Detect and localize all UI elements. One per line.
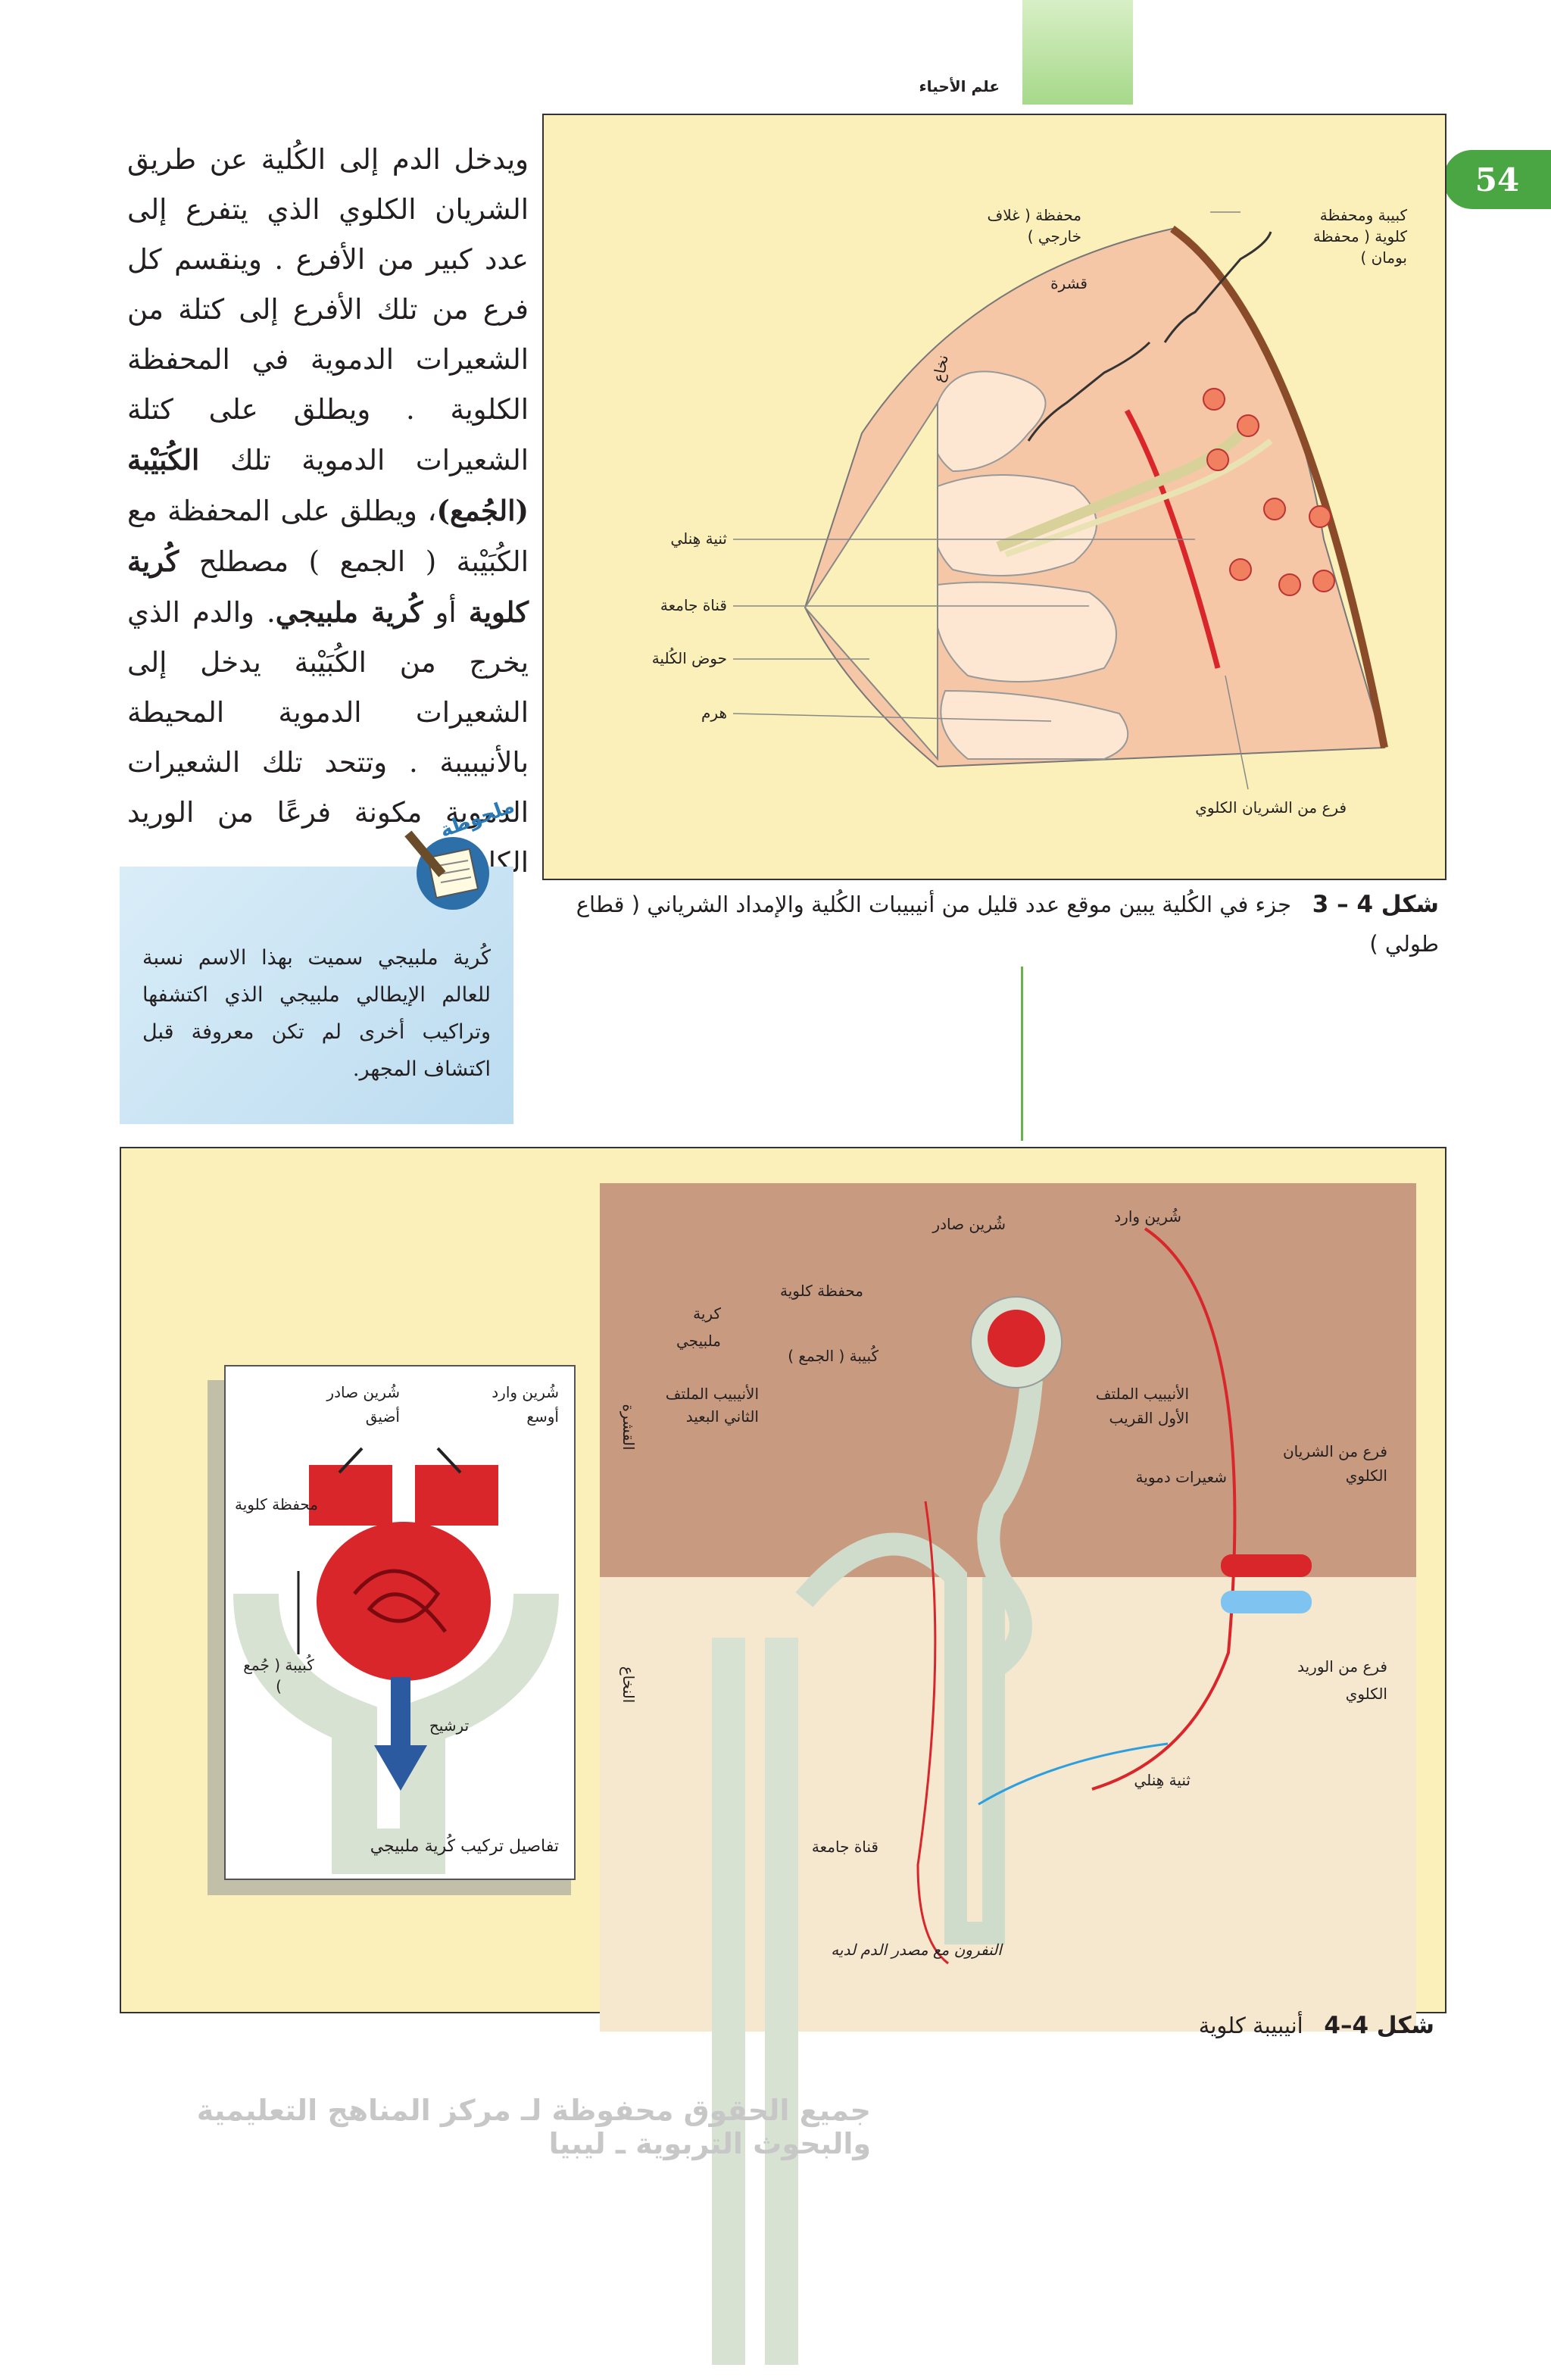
figure1-caption: شكل 4 – 3 جزء في الكُلية يبين موقع عدد ق…: [553, 885, 1439, 964]
figure2-caption-text: أنيبيبة كلوية: [1199, 2013, 1303, 2038]
nephron-label-cortex: القشرة: [618, 1397, 639, 1457]
figure1-number: شكل 4 – 3: [1312, 891, 1439, 918]
nephron-label-distal-a: الأنيبيب الملتف: [653, 1383, 759, 1404]
nephron-label-artery-a: فرع من الشريان: [1259, 1441, 1387, 1462]
nephron-label-artery-b: الكلوي: [1304, 1465, 1387, 1486]
label-glomerulus-capsule: كبيبة ومحفظة كلوية ( محفظة بومان ): [1286, 205, 1407, 268]
note-pencil-icon: ملحوظة: [400, 794, 513, 915]
term-malpighian-corpuscle: كُرية ملبيجي: [276, 595, 423, 629]
figure1-caption-text: جزء في الكُلية يبين موقع عدد قليل من أني…: [576, 892, 1439, 957]
label-loop-of-henle: ثنية هِنلي: [606, 528, 727, 549]
subject-tab: [1022, 0, 1133, 105]
nephron-label-corpuscle-a: كرية: [666, 1303, 721, 1324]
label-renal-artery-branch: فرع من الشريان الكلوي: [1172, 797, 1347, 818]
nephron-label-afferent: شُرين وارد: [1091, 1206, 1181, 1227]
label-renal-pelvis: حوض الكُلية: [606, 648, 727, 669]
nephron-label-corpuscle-b: ملبيجي: [666, 1330, 721, 1351]
figure2-number: شكل 4–4: [1324, 2012, 1434, 2039]
nephron-label-glomerulus: كُبيبة ( الجمع ): [757, 1345, 878, 1366]
nephron-label-capsule: محفظة كلوية: [757, 1280, 863, 1301]
note-text: كُرية ملبيجي سميت بهذا الاسم نسبة للعالم…: [142, 939, 491, 1088]
nephron-label-vein-a: فرع من الوريد: [1259, 1656, 1387, 1677]
inset-label-afferent: شُرين وارد: [468, 1382, 559, 1403]
label-cortex: قشرة: [1027, 273, 1088, 294]
inset-label-afferent-note: أوسع: [483, 1406, 559, 1427]
nephron-label-duct: قناة جامعة: [765, 1836, 878, 1857]
page-number: 54: [1443, 150, 1551, 209]
inset-label-capsule: محفظة كلوية: [235, 1494, 318, 1515]
para-text-1: ويدخل الدم إلى الكُلية عن طريق الشريان ا…: [127, 143, 529, 476]
inset-title: تفاصيل تركيب كُرية ملبيجي: [248, 1836, 559, 1857]
nephron-label-efferent: شُرين صادر: [900, 1213, 1006, 1235]
nephron-bottom-title: النفرون مع مصدر الدم لديه: [757, 1939, 1075, 1960]
para-text-3: أو: [435, 596, 457, 629]
nephron-label-proximal-a: الأنيبيب الملتف: [1075, 1383, 1189, 1404]
nephron-panel: [600, 1183, 1416, 2380]
nephron-label-henle: ثنية هِنلي: [1100, 1769, 1191, 1791]
nephron-diagram: [600, 1183, 1416, 2380]
subject-label: علم الأحياء: [901, 77, 1000, 95]
figure2-caption: شكل 4–4 أنيبيبة كلوية: [985, 2012, 1434, 2039]
nephron-label-capillaries: شعيرات دموية: [1106, 1466, 1227, 1488]
inset-malpighian-detail: شُرين صادر أضيق شُرين وارد أوسع محفظة كل…: [224, 1365, 576, 1880]
label-collecting-duct: قناة جامعة: [606, 595, 727, 616]
copyright-footer: جميع الحقوق محفوظة لـ مركز المناهج التعل…: [83, 2094, 871, 2160]
inset-label-efferent-note: أضيق: [324, 1406, 400, 1427]
label-pyramid: هرم: [606, 702, 727, 723]
note-icon-label: ملحوظة: [437, 795, 513, 842]
nephron-label-distal-b: الثاني البعيد: [653, 1406, 759, 1427]
nephron-label-medulla: النخاع: [618, 1654, 639, 1715]
malpighian-corpuscle-diagram: [226, 1366, 574, 1879]
body-paragraph: ويدخل الدم إلى الكُلية عن طريق الشريان ا…: [127, 135, 529, 888]
inset-label-efferent: شُرين صادر: [309, 1382, 400, 1403]
figure-kidney-section: محفظة ( غلاف خارجي ) قشرة نخاع كبيبة ومح…: [542, 114, 1446, 880]
vertical-divider: [1021, 967, 1023, 1141]
nephron-label-proximal-b: الأول القريب: [1075, 1407, 1189, 1429]
nephron-label-vein-b: الكلوي: [1304, 1683, 1387, 1704]
inset-label-glomerulus: كُبيبة ( جُمع ): [241, 1654, 317, 1697]
label-capsule: محفظة ( غلاف خارجي ): [968, 205, 1081, 247]
inset-label-filtration: ترشيح: [415, 1715, 483, 1736]
